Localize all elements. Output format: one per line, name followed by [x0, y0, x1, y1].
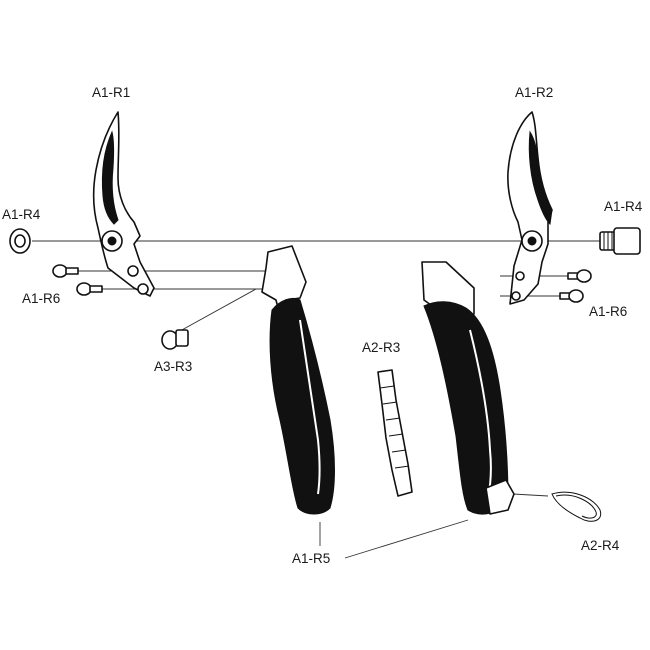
left-handle	[261, 245, 335, 515]
screws-right	[559, 269, 592, 303]
label-a1-r4-right: A1-R4	[604, 199, 643, 214]
spring	[377, 369, 413, 497]
nut-left	[9, 228, 31, 254]
bushing-small	[161, 329, 189, 350]
label-a2-r3: A2-R3	[362, 340, 400, 355]
bolt-right	[599, 227, 641, 255]
label-a3-r3: A3-R3	[154, 359, 192, 374]
upper-blade-left	[92, 111, 155, 297]
label-a1-r6-left: A1-R6	[22, 291, 60, 306]
label-a1-r2: A1-R2	[515, 85, 553, 100]
label-a2-r4: A2-R4	[581, 538, 620, 553]
lower-blade-right	[507, 111, 553, 305]
label-a1-r5: A1-R5	[292, 551, 330, 566]
wire-latch	[551, 491, 602, 522]
part-labels: A1-R1 A1-R2 A1-R4 A1-R4 A1-R6 A1-R6 A3-R…	[2, 85, 643, 566]
label-a1-r6-right: A1-R6	[589, 304, 627, 319]
screws-left	[52, 264, 103, 296]
label-a1-r1: A1-R1	[92, 85, 130, 100]
label-a1-r4-left: A1-R4	[2, 207, 41, 222]
right-handle	[421, 261, 515, 515]
